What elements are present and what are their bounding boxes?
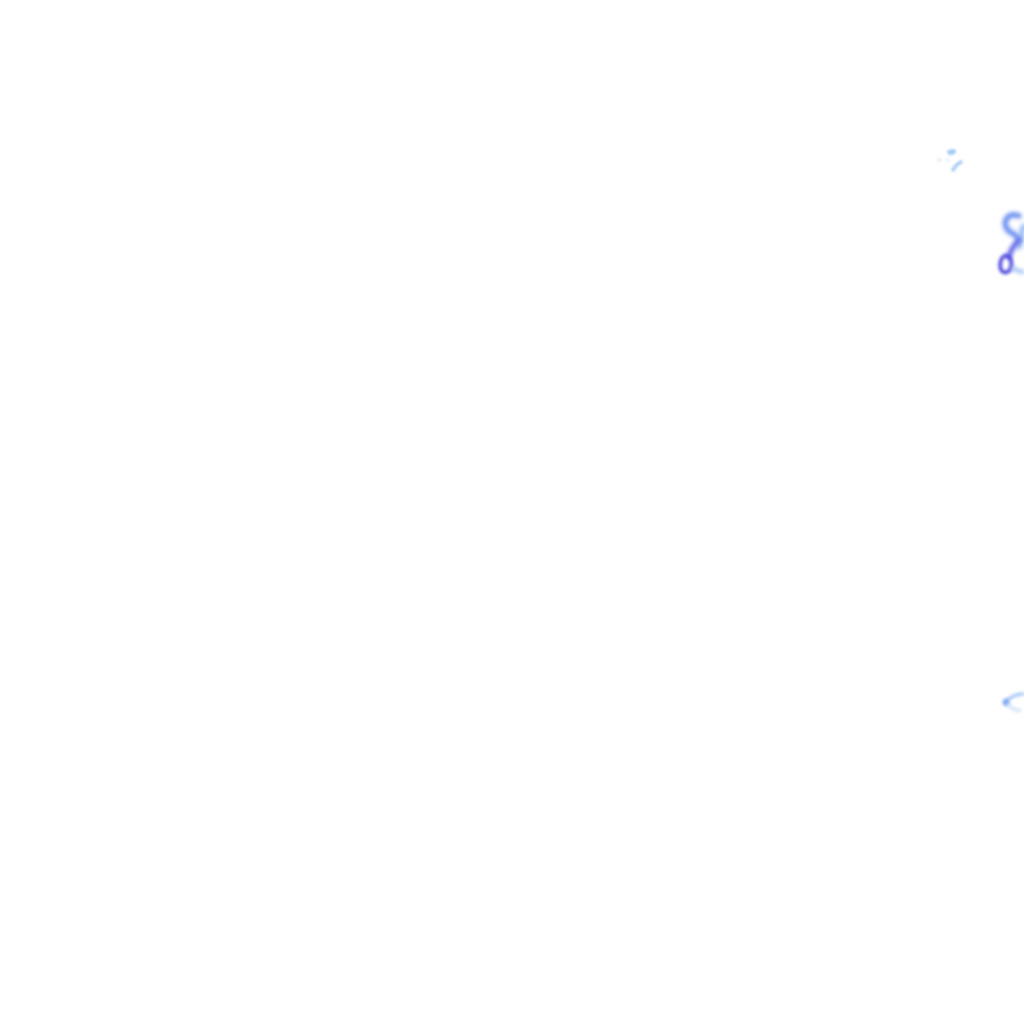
speck-cluster-mark [937,149,963,172]
squiggle-mark-stroke [1002,212,1022,241]
speck-cluster-mark-dot [946,158,950,162]
squiggle-mark-stroke [1010,266,1024,274]
swoosh-mark [1002,692,1024,712]
squiggle-mark [998,212,1024,275]
speck-cluster-mark-dash [951,160,963,172]
swoosh-mark-stroke [1005,702,1022,712]
squiggle-mark-loop [998,253,1014,275]
speck-cluster-mark-dot [937,158,942,162]
speck-cluster-mark-blob [947,149,957,156]
swoosh-mark-stroke [1004,692,1024,703]
squiggle-mark-stroke [1016,223,1024,250]
